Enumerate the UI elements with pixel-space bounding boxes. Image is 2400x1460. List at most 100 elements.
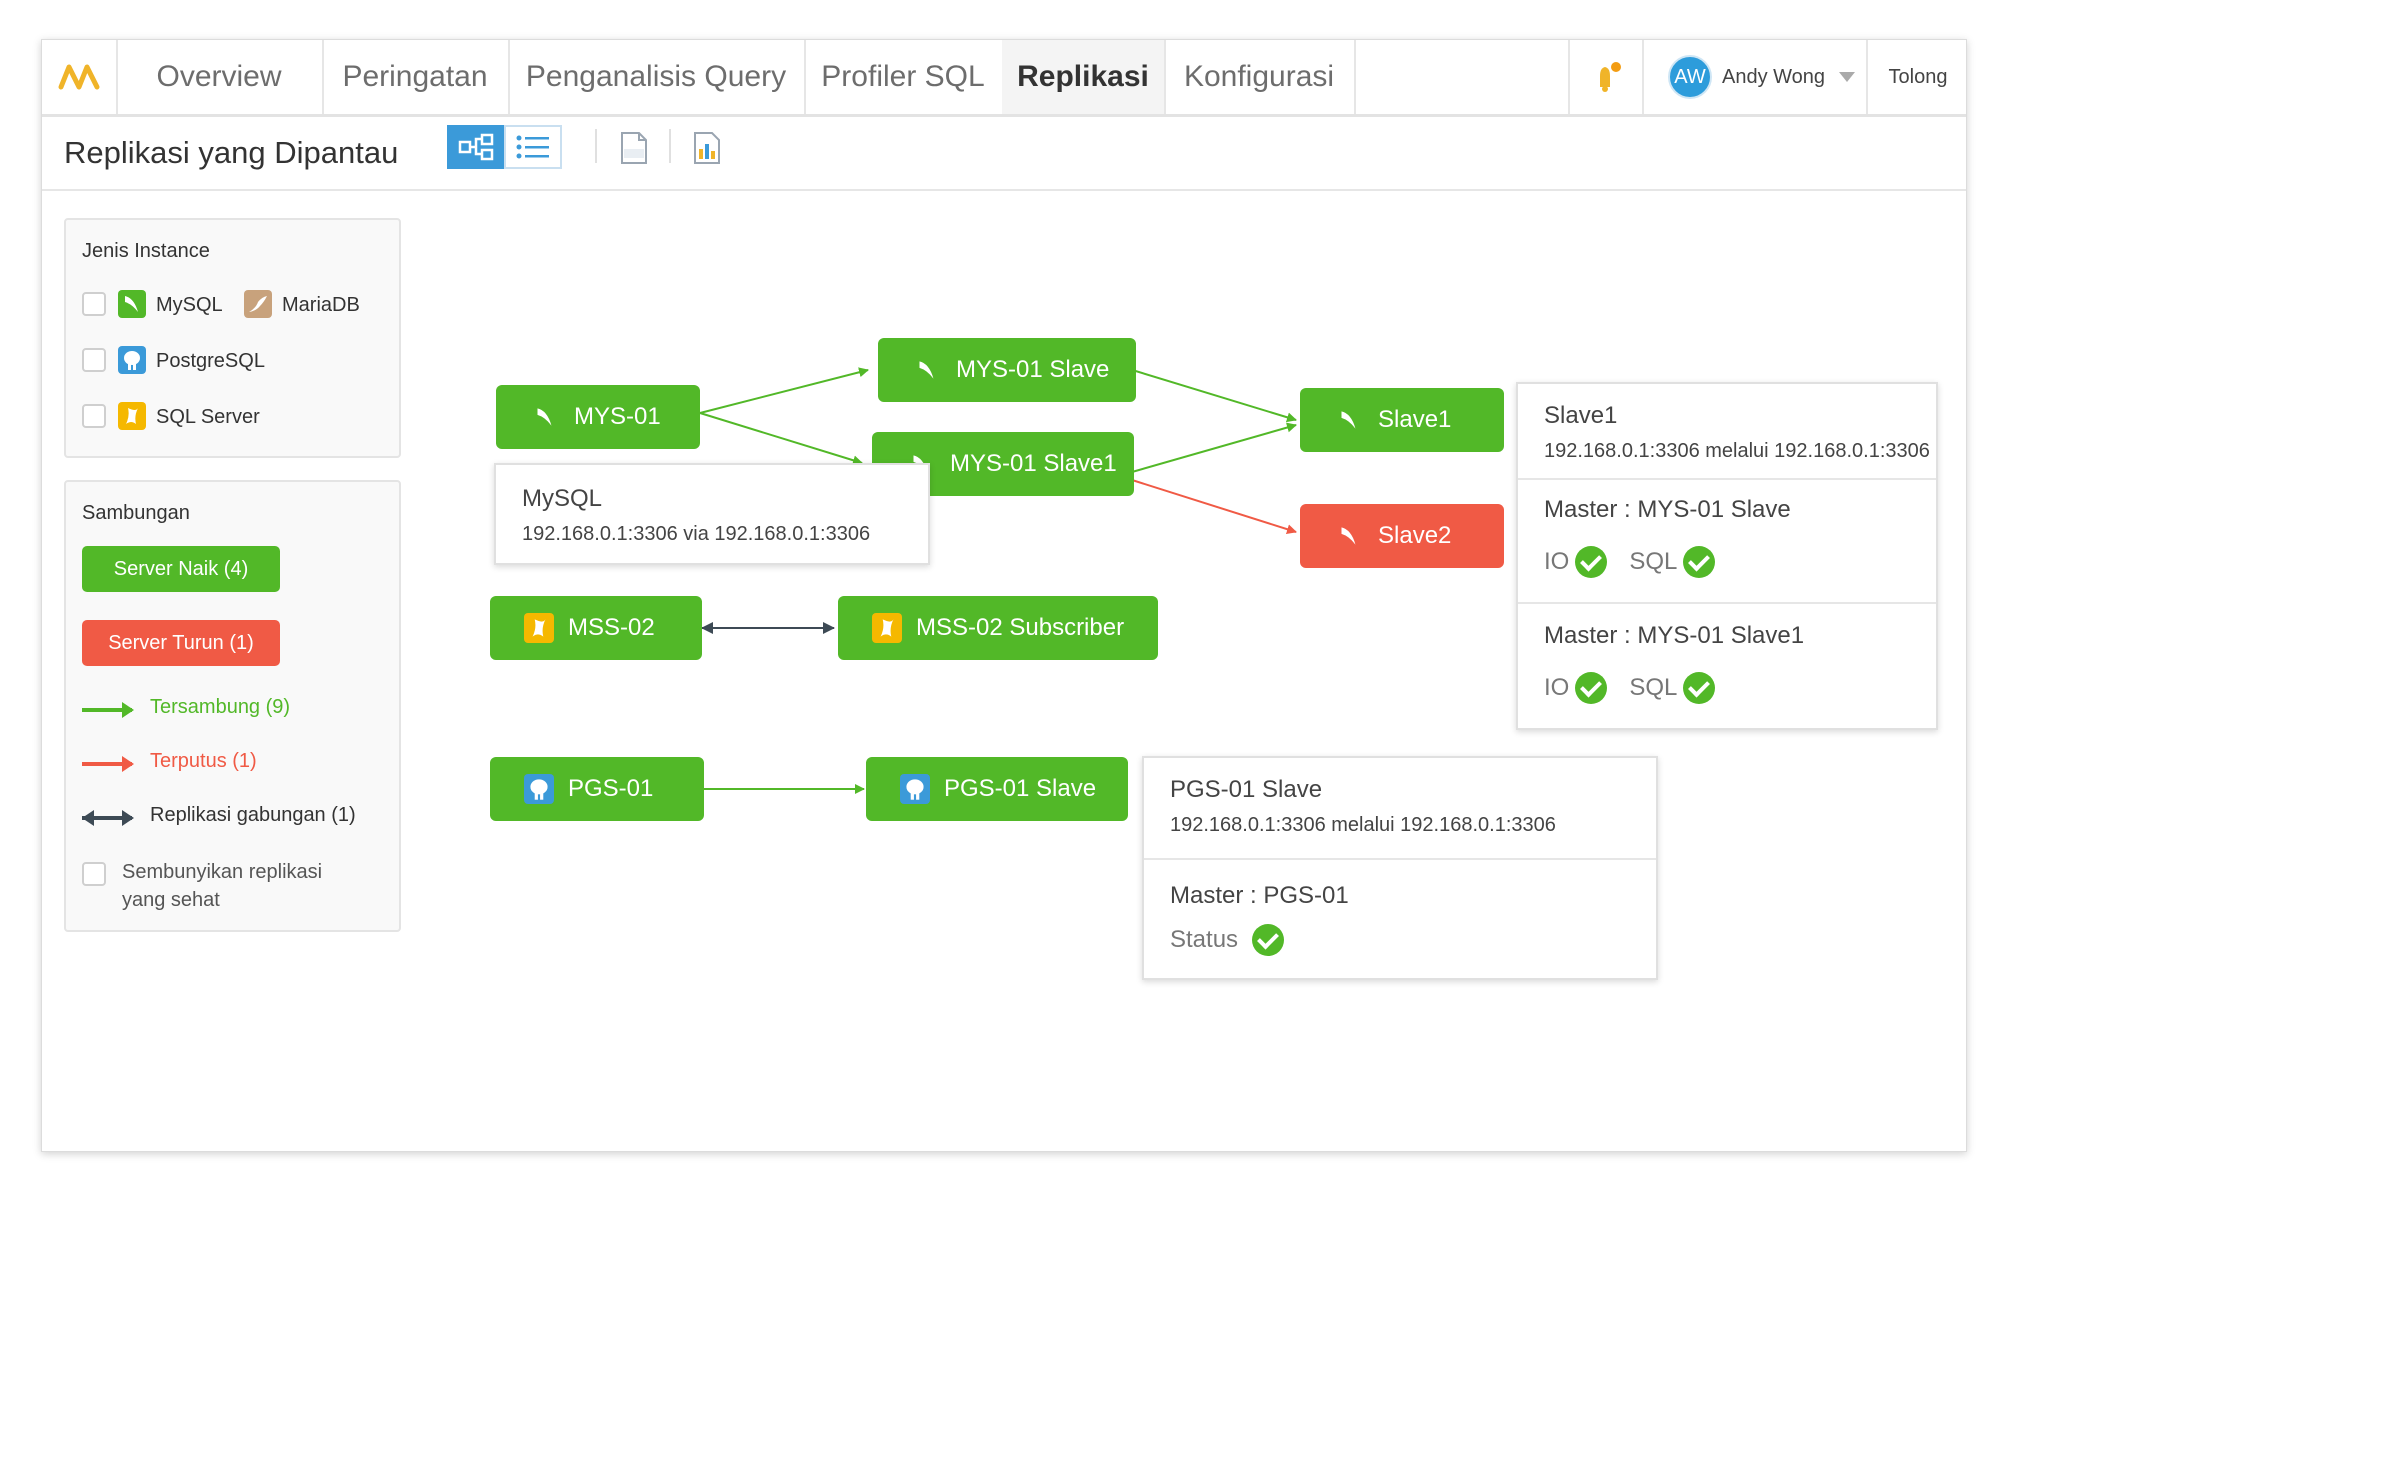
page-title: Replikasi yang Dipantau [64,135,399,170]
list-icon [516,135,549,159]
tab-alerts[interactable]: Peringatan [322,40,510,114]
connected-legend-line [82,708,132,712]
sqlserver-icon [524,613,554,643]
postgresql-icon [524,774,554,804]
node-label: MSS-02 [568,614,655,641]
tab-configuration[interactable]: Konfigurasi [1164,40,1356,114]
bell-icon [1600,62,1621,92]
tab-label: Replikasi [1017,60,1149,93]
node-mss02[interactable]: MSS-02 [490,596,702,660]
topology-icon [458,133,494,161]
arrow-icon [82,810,94,826]
chevron-down-icon [1839,72,1856,82]
pill-label: Server Naik (4) [113,557,249,580]
pgs01-slave-detail-card: PGS-01 Slave 192.168.0.1:3306 melalui 19… [1142,756,1658,980]
list-view-button[interactable] [504,125,562,169]
tab-query-analyzer[interactable]: Penganalisis Query [508,40,806,114]
master-label: Master : MYS-01 Slave [1544,496,1791,523]
mysql-icon [1334,405,1364,435]
mysql-checkbox[interactable] [82,292,106,316]
legend-connected: Tersambung (9) [150,696,291,718]
help-label: Tolong [1888,65,1948,88]
node-label: PGS-01 Slave [944,775,1097,802]
user-menu[interactable]: AW Andy Wong [1642,40,1866,114]
node-pgs01-slave[interactable]: PGS-01 Slave [866,757,1128,821]
check-icon [1683,672,1716,704]
pdf-icon[interactable] [619,131,649,165]
panel-title: Sambungan [82,502,190,524]
tab-sql-profiler[interactable]: Profiler SQL [804,40,1004,114]
node-label: MYS-01 [574,403,661,430]
server-down-button[interactable]: Server Turun (1) [82,620,280,666]
legend-disconnected: Terputus (1) [150,750,257,772]
node-label: MYS-01 Slave1 [950,450,1117,477]
avatar: AW [1668,55,1712,99]
tooltip-title: MySQL [522,485,603,512]
filter-label: MySQL [156,294,223,316]
tab-replication[interactable]: Replikasi [1002,40,1166,114]
arrow-icon [122,702,134,718]
replication-status: IO SQL [1544,672,1716,704]
node-mys01-slave[interactable]: MYS-01 Slave [878,338,1136,402]
node-label: Slave1 [1378,406,1452,433]
label-line: yang sehat [122,889,220,911]
mysql-icon [118,290,146,318]
pill-label: Server Turun (1) [108,631,254,654]
filter-label: SQL Server [156,406,260,428]
legend-merge: Replikasi gabungan (1) [150,804,356,826]
help-link[interactable]: Tolong [1866,40,1968,114]
slave1-detail-card: Slave1 192.168.0.1:3306 melalui 192.168.… [1516,382,1938,730]
tab-label: Overview [156,60,282,93]
node-label: MYS-01 Slave [956,356,1110,383]
replication-status: Status [1170,924,1285,956]
mysql-icon [1334,521,1364,551]
report-icon[interactable] [692,131,722,165]
edge-connected [699,412,863,466]
tab-overview[interactable]: Overview [116,40,324,114]
arrow-icon [122,756,134,772]
toolbar-divider [669,129,671,163]
card-detail: 192.168.0.1:3306 melalui 192.168.0.1:330… [1170,814,1556,836]
node-pgs01[interactable]: PGS-01 [490,757,704,821]
master-section: Master : PGS-01 Status [1144,858,1656,980]
tab-label: Profiler SQL [821,60,985,93]
edge-disconnected [1131,479,1297,535]
check-icon [1575,672,1608,704]
tooltip-detail: 192.168.0.1:3306 via 192.168.0.1:3306 [522,523,871,545]
postgresql-checkbox[interactable] [82,348,106,372]
check-icon [1683,546,1716,578]
check-icon [1575,546,1608,578]
app-window: Overview Peringatan Penganalisis Query P… [41,39,1967,1152]
node-mss02-subscriber[interactable]: MSS-02 Subscriber [838,596,1158,660]
master-section: Master : MYS-01 Slave IO SQL [1518,478,1936,604]
server-up-button[interactable]: Server Naik (4) [82,546,280,592]
notification-button[interactable] [1568,40,1644,114]
sqlserver-checkbox[interactable] [82,404,106,428]
instance-type-panel: Jenis Instance MySQL MariaDB PostgreSQL … [64,218,401,458]
hide-healthy-label: Sembunyikan replikasi yang sehat [122,858,322,914]
sql-label: SQL [1629,674,1678,701]
top-nav: Overview Peringatan Penganalisis Query P… [42,40,1966,117]
node-slave2[interactable]: Slave2 [1300,504,1504,568]
tab-label: Konfigurasi [1183,60,1335,93]
node-mys01[interactable]: MYS-01 [496,385,700,449]
hide-healthy-checkbox[interactable] [82,862,106,886]
sql-label: SQL [1629,548,1678,575]
postgresql-icon [900,774,930,804]
node-slave1[interactable]: Slave1 [1300,388,1504,452]
panel-title: Jenis Instance [82,240,210,262]
disconnected-legend-line [82,762,132,766]
mysql-icon [912,355,942,385]
master-section: Master : MYS-01 Slave1 IO SQL [1518,602,1936,730]
label-line: Sembunyikan replikasi [122,861,323,883]
logo-icon[interactable] [42,40,118,114]
connection-panel: Sambungan Server Naik (4) Server Turun (… [64,480,401,932]
tab-label: Penganalisis Query [525,60,787,93]
io-label: IO [1544,674,1570,701]
mysql-tooltip: MySQL 192.168.0.1:3306 via 192.168.0.1:3… [494,463,930,565]
edge-connected [1131,422,1297,473]
topology-view-button[interactable] [447,125,505,169]
toolbar-divider [595,129,597,163]
master-label: Master : PGS-01 [1170,882,1349,909]
mariadb-icon [244,290,272,318]
